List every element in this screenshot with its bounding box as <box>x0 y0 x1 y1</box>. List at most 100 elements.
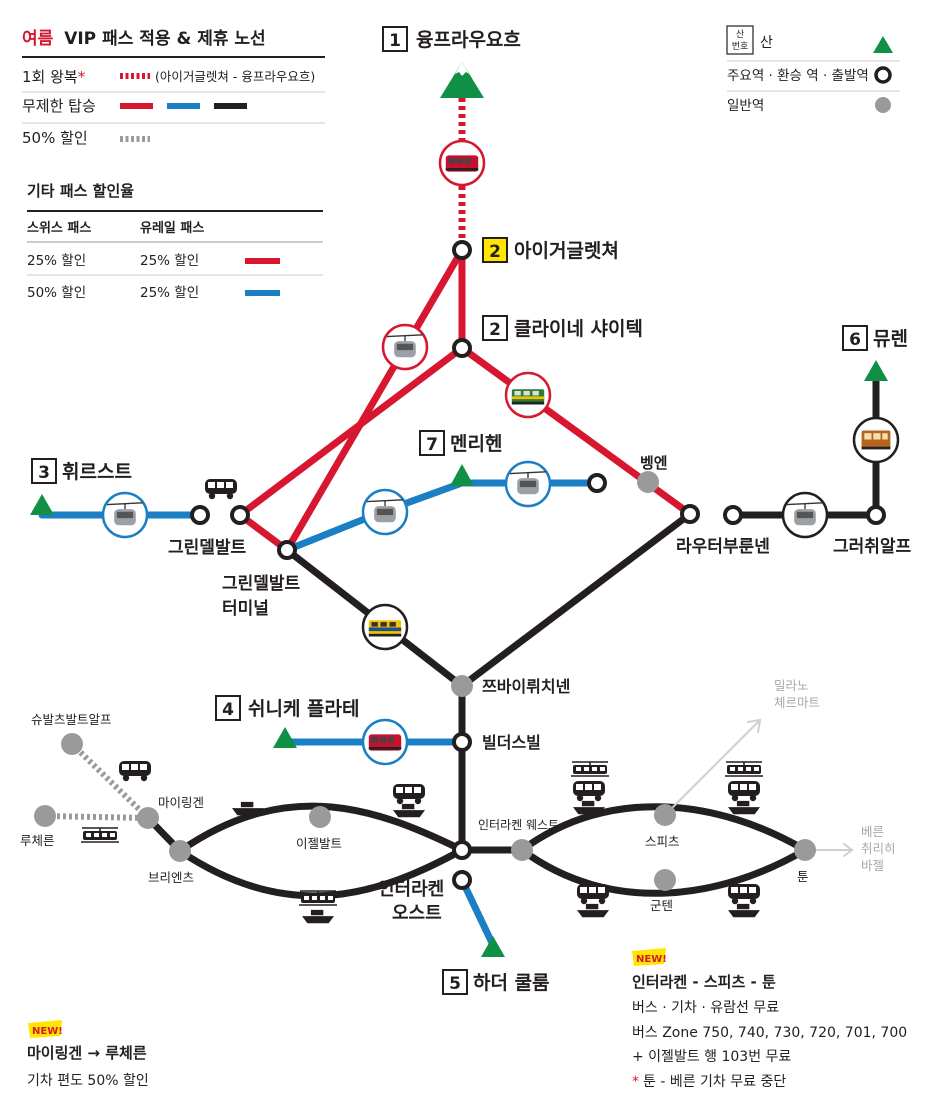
symbol-legend: 산 번호 산 주요역 · 환승 역 · 출발역 일반역 <box>726 25 900 114</box>
station-wengen[interactable] <box>637 471 659 493</box>
label-interlaken-ost: 오스트 <box>392 903 442 924</box>
svg-text:2: 2 <box>489 320 501 340</box>
bus-icon <box>728 781 760 802</box>
station-interlaken-ost[interactable] <box>452 870 472 890</box>
mountain-icon <box>273 727 297 748</box>
station-meiringen[interactable] <box>137 807 159 829</box>
svg-text:6: 6 <box>849 330 861 350</box>
bus-icon <box>119 761 151 782</box>
legend-roundtrip-note: (아이거글렛쳐 - 융프라우요흐) <box>155 69 315 84</box>
station-grindelwald[interactable] <box>230 505 250 525</box>
discount-header-swiss: 스위스 패스 <box>27 221 91 236</box>
station-schwarzwaldalp[interactable] <box>61 733 83 755</box>
peak-labels: 1 융프라우요흐 2 아이거글렛쳐 2 클라이네 샤이텍 3 휘르스트 7 멘리… <box>31 26 908 995</box>
peak-first[interactable]: 3 휘르스트 <box>31 458 132 484</box>
station-eigergletscher[interactable] <box>452 240 472 260</box>
station-grindelwald-terminal[interactable] <box>277 540 297 560</box>
mountain-icon <box>440 62 484 98</box>
label-zermatt: 체르마트 <box>774 695 820 710</box>
peak-jungfraujoch[interactable]: 1 융프라우요흐 <box>382 26 521 52</box>
peak-kleine-scheidegg[interactable]: 2 클라이네 샤이텍 <box>482 315 643 341</box>
boat-icon <box>577 903 609 918</box>
note-spiez: NEW! 인터라켄 - 스피츠 - 툰 버스 · 기차 · 유람선 무료 버스 … <box>632 948 907 1090</box>
peak-harder-kulm[interactable]: 5 하더 쿨룸 <box>442 969 550 995</box>
note-spiez-line: 버스 · 기차 · 유람선 무료 <box>632 1000 779 1016</box>
label-gruetschalp: 그러취알프 <box>833 536 912 557</box>
station-interlaken-west[interactable] <box>511 839 533 861</box>
regular-station-icon <box>875 97 891 113</box>
label-meiringen: 마이링겐 <box>158 795 204 810</box>
peak-muerren[interactable]: 6 뮤렌 <box>842 325 908 351</box>
svg-text:클라이네 샤이텍: 클라이네 샤이텍 <box>514 318 643 340</box>
label-basel: 바젤 <box>861 858 884 873</box>
cable-car-icon <box>781 491 829 539</box>
note-spiez-last: *툰 - 베른 기차 무료 중단 <box>632 1074 786 1090</box>
station-maennlichen[interactable] <box>587 473 607 493</box>
label-luzern: 루체른 <box>20 833 55 848</box>
legend-mountain-label: 산 <box>760 35 773 51</box>
mountain-icon <box>864 360 888 381</box>
svg-text:2: 2 <box>489 242 501 262</box>
station-first-base[interactable] <box>190 505 210 525</box>
legend-major-label: 주요역 · 환승 역 · 출발역 <box>727 68 869 84</box>
train-icon <box>504 371 552 419</box>
peak-schynige-platte[interactable]: 4 쉬니케 플라테 <box>215 695 360 721</box>
svg-text:하더 쿨룸: 하더 쿨룸 <box>473 972 550 994</box>
station-luzern[interactable] <box>34 805 56 827</box>
boat-icon <box>302 909 334 924</box>
mountain-icon <box>873 36 893 53</box>
note-spiez-line: + 이젤발트 행 103번 무료 <box>632 1049 791 1065</box>
svg-text:NEW!: NEW! <box>636 954 667 965</box>
tram-icon <box>80 827 120 843</box>
cable-car-icon <box>504 460 552 508</box>
label-interlaken-west: 인터라켄 웨스트 <box>478 818 559 832</box>
station-labels: 벵엔 그린델발트 그린델발트 터미널 라우터부룬넨 그러취알프 쯔바이뤼치넨 빌… <box>20 454 912 924</box>
station-spiez[interactable] <box>654 804 676 826</box>
svg-text:3: 3 <box>38 463 50 483</box>
note-spiez-line: 버스 Zone 750, 740, 730, 720, 701, 700 <box>632 1025 907 1041</box>
station-brienz[interactable] <box>169 840 191 862</box>
label-gunten: 군텐 <box>650 898 673 913</box>
note-meiringen-text: 기차 편도 50% 할인 <box>27 1073 149 1089</box>
label-wilderswil: 빌더스빌 <box>482 733 541 752</box>
legend-row-half: 50% 할인 <box>22 129 88 147</box>
station-gunten[interactable] <box>654 869 676 891</box>
badge-text: 번호 <box>732 41 749 52</box>
station-iseltwald[interactable] <box>309 806 331 828</box>
bus-icon <box>393 784 425 805</box>
svg-text:아이거글렛쳐: 아이거글렛쳐 <box>514 240 619 262</box>
label-iseltwald: 이젤발트 <box>296 836 342 851</box>
station-kleine-scheidegg[interactable] <box>452 338 472 358</box>
svg-text:멘리헨: 멘리헨 <box>450 433 502 455</box>
station-lauterbrunnen[interactable] <box>680 504 700 524</box>
boat-icon <box>728 800 760 815</box>
svg-text:4: 4 <box>222 700 234 720</box>
svg-text:쉬니케 플라테: 쉬니케 플라테 <box>248 698 360 720</box>
major-station-icon <box>874 66 892 84</box>
bus-icon <box>205 479 237 500</box>
boat-icon <box>728 903 760 918</box>
train-icon <box>361 603 409 651</box>
label-bern: 베른 <box>861 824 884 839</box>
peak-maennlichen[interactable]: 7 멘리헨 <box>419 430 502 456</box>
label-milano: 밀라노 <box>774 678 809 693</box>
station-wilderswil[interactable] <box>452 732 472 752</box>
label-grindelwald-terminal: 그린델발트 <box>222 573 301 594</box>
station-zweiluetschinen[interactable] <box>451 675 473 697</box>
discount-header-eurail: 유레일 패스 <box>140 221 204 236</box>
station-interlaken-hub[interactable] <box>452 840 472 860</box>
svg-text:융프라우요흐: 융프라우요흐 <box>416 29 521 51</box>
legend-regular-label: 일반역 <box>727 98 764 114</box>
station-thun[interactable] <box>794 839 816 861</box>
tram-icon <box>570 761 610 777</box>
station-lauterbrunnen-cable[interactable] <box>723 505 743 525</box>
legend-title: 여름 VIP 패스 적용 & 제휴 노선 <box>22 28 266 49</box>
svg-text:뮤렌: 뮤렌 <box>873 328 908 350</box>
discount-cell: 50% 할인 <box>27 285 86 301</box>
mountain-icon <box>30 494 54 515</box>
label-grindelwald: 그린델발트 <box>168 537 247 558</box>
label-lauterbrunnen: 라우터부룬넨 <box>676 537 770 557</box>
peak-eigergletscher[interactable]: 2 아이거글렛쳐 <box>482 237 619 263</box>
discount-table: 기타 패스 할인율 스위스 패스 유레일 패스 25% 할인 25% 할인 50… <box>27 182 323 301</box>
station-gruetschalp[interactable] <box>866 505 886 525</box>
